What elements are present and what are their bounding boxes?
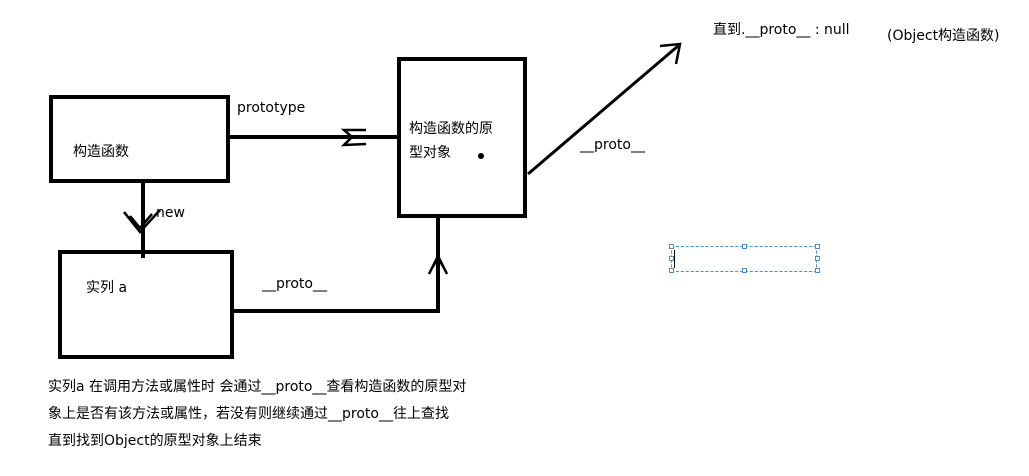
text-caret <box>674 250 675 268</box>
resize-handle-top-left[interactable] <box>669 244 674 249</box>
pointer-dot <box>478 153 484 159</box>
resize-handle-bottom-middle[interactable] <box>742 268 747 273</box>
new-arrowhead <box>123 209 161 234</box>
resize-handle-top-middle[interactable] <box>742 244 747 249</box>
resize-handle-bottom-left[interactable] <box>669 268 674 273</box>
prototype-object-label-line1: 构造函数的原 <box>409 121 493 137</box>
proto-arrowhead-upper <box>659 42 682 65</box>
constructor-box <box>49 95 230 183</box>
instance-label: 实列 a <box>86 280 128 296</box>
new-edge-label: new <box>156 205 185 221</box>
prototype-edge-label: prototype <box>237 100 306 116</box>
proto-edge-upper-label: __proto__ <box>580 137 645 153</box>
note-line-2: 象上是否有该方法或属性，若没有则继续通过__proto__往上查找 <box>48 406 449 422</box>
resize-handle-middle-left[interactable] <box>669 256 674 261</box>
note-line-1: 实列a 在调用方法或属性时 会通过__proto__查看构造函数的原型对 <box>48 379 467 395</box>
explanation-note: 实列a 在调用方法或属性时 会通过__proto__查看构造函数的原型对 象上是… <box>48 374 518 455</box>
proto-arrowhead-instance <box>427 253 449 275</box>
constructor-label: 构造函数 <box>73 144 129 160</box>
resize-handle-top-right[interactable] <box>815 244 820 249</box>
instance-box <box>58 250 234 359</box>
note-line-3: 直到找到Object的原型对象上结束 <box>48 433 262 449</box>
object-constructor-label: (Object构造函数) <box>887 28 1000 44</box>
prototype-object-label-line2: 型对象 <box>409 145 451 161</box>
resize-handle-bottom-right[interactable] <box>815 268 820 273</box>
prototype-arrowhead <box>340 128 367 147</box>
resize-handle-middle-right[interactable] <box>815 256 820 261</box>
proto-edge-instance <box>232 216 440 313</box>
proto-edge-instance-label: __proto__ <box>262 276 327 292</box>
until-null-label: 直到.__proto__ : null <box>713 22 850 38</box>
proto-edge-upper <box>527 44 679 176</box>
